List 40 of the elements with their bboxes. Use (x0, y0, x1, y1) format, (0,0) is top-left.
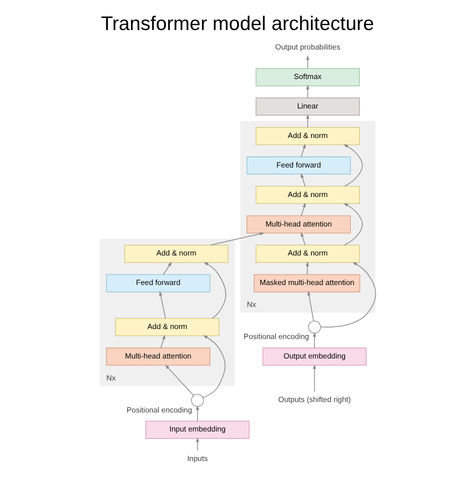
node-box: Multi-head attention (246, 215, 350, 234)
node-box: Softmax (255, 68, 360, 86)
node-label: Positional encoding (126, 405, 192, 414)
arrow (300, 173, 306, 187)
arrow (342, 144, 362, 187)
arrow (312, 364, 316, 392)
node-box: Linear (255, 98, 360, 116)
node-box: Multi-head attention (106, 347, 210, 366)
node-box: Feed forward (246, 156, 350, 175)
node-text: Output probabilities (274, 42, 340, 52)
arrow (312, 332, 316, 348)
diagram-title: Transformer model architecture (100, 12, 374, 35)
node-text: Outputs (shifted right) (278, 395, 350, 404)
arrow (195, 437, 199, 451)
arrow (210, 232, 264, 246)
arrow (158, 291, 166, 319)
arrow (300, 232, 306, 246)
arrow (320, 262, 376, 328)
node-box: Masked multi-head attention (253, 274, 360, 292)
arrow (203, 262, 226, 319)
node-text: Inputs (186, 454, 208, 464)
node-circle (190, 394, 204, 407)
node-box: Add & norm (124, 244, 228, 263)
node-box: Input embedding (144, 420, 250, 439)
arrow (202, 335, 226, 398)
arrow (300, 144, 306, 158)
arrow (306, 290, 314, 322)
node-box: Feed forward (106, 274, 210, 292)
arrow (162, 262, 172, 275)
node-box: Add & norm (255, 126, 360, 146)
node-box: Add & norm (114, 318, 219, 336)
node-box: Add & norm (255, 186, 360, 204)
arrow (164, 364, 194, 396)
node-box: Output embedding (262, 347, 366, 366)
node-box: Add & norm (255, 244, 360, 263)
arrow (195, 405, 199, 422)
node-circle (308, 320, 320, 334)
arrow (160, 334, 165, 348)
arrow (300, 202, 306, 216)
node-label: Positional encoding (243, 332, 309, 342)
